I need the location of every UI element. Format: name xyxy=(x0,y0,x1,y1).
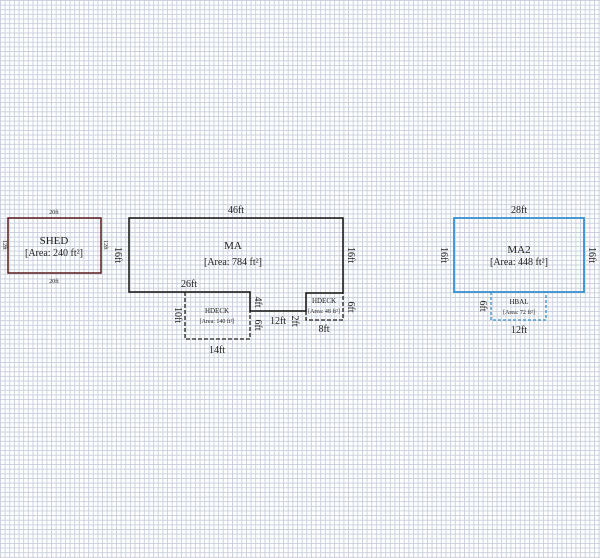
hdeck-1-shape[interactable]: 10ft 6ft 14ft HDECK [Area: 140 ft²] xyxy=(172,292,263,356)
shed-shape[interactable]: 20ft 20ft 12ft 12ft SHED [Area: 240 ft²] xyxy=(1,209,109,285)
ma2-left-dim: 16ft xyxy=(438,247,449,263)
hdeck-2-area: [Area: 48 ft²] xyxy=(308,308,340,315)
ma2-shape[interactable]: 28ft 16ft 16ft MA2 [Area: 448 ft²] xyxy=(438,205,597,293)
hbal-label: HBAL xyxy=(509,298,528,306)
ma-shape[interactable]: 46ft 16ft 16ft 26ft 4ft 12ft 2ft MA [Are… xyxy=(112,205,356,327)
hbal-area: [Area: 72 ft²] xyxy=(503,309,535,316)
ma-label: MA xyxy=(224,240,242,252)
hdeck-2-label: HDECK xyxy=(312,297,336,305)
hbal-shape[interactable]: 6ft 12ft HBAL [Area: 72 ft²] xyxy=(477,292,547,336)
hdeck-1-label: HDECK xyxy=(205,307,229,315)
hdeck-1-left-dim: 10ft xyxy=(172,307,183,323)
ma-step-mid-dim: 12ft xyxy=(270,316,286,327)
hdeck-2-right-dim: 6ft xyxy=(345,301,356,312)
hbal-bottom-dim: 12ft xyxy=(511,325,527,336)
hbal-left-dim: 6ft xyxy=(477,300,488,311)
ma-left-dim: 16ft xyxy=(112,247,123,263)
ma-top-dim: 46ft xyxy=(228,205,244,216)
ma2-top-dim: 28ft xyxy=(511,205,527,216)
ma2-area: [Area: 448 ft²] xyxy=(490,257,548,268)
shed-area: [Area: 240 ft²] xyxy=(25,248,83,259)
shed-right-dim: 12ft xyxy=(102,240,109,250)
ma-right-dim: 16ft xyxy=(345,247,356,263)
hdeck-1-bottom-dim: 14ft xyxy=(209,345,225,356)
shed-label: SHED xyxy=(40,235,69,247)
ma-step-up-dim: 2ft xyxy=(289,315,300,326)
hdeck-2-bottom-dim: 8ft xyxy=(318,324,329,335)
hdeck-1-area: [Area: 140 ft²] xyxy=(200,318,235,325)
ma-area: [Area: 784 ft²] xyxy=(204,257,262,268)
ma2-label: MA2 xyxy=(507,244,530,256)
hdeck-1-right-dim: 6ft xyxy=(252,319,263,330)
shed-top-dim: 20ft xyxy=(49,209,59,216)
hdeck-2-shape[interactable]: 6ft 8ft HDECK [Area: 48 ft²] xyxy=(305,293,356,335)
shed-bottom-dim: 20ft xyxy=(49,278,59,285)
shed-left-dim: 12ft xyxy=(1,240,8,250)
ma2-right-dim: 16ft xyxy=(586,247,597,263)
ma-bottom-left-dim: 26ft xyxy=(181,279,197,290)
ma-step-down-dim: 4ft xyxy=(252,296,263,307)
